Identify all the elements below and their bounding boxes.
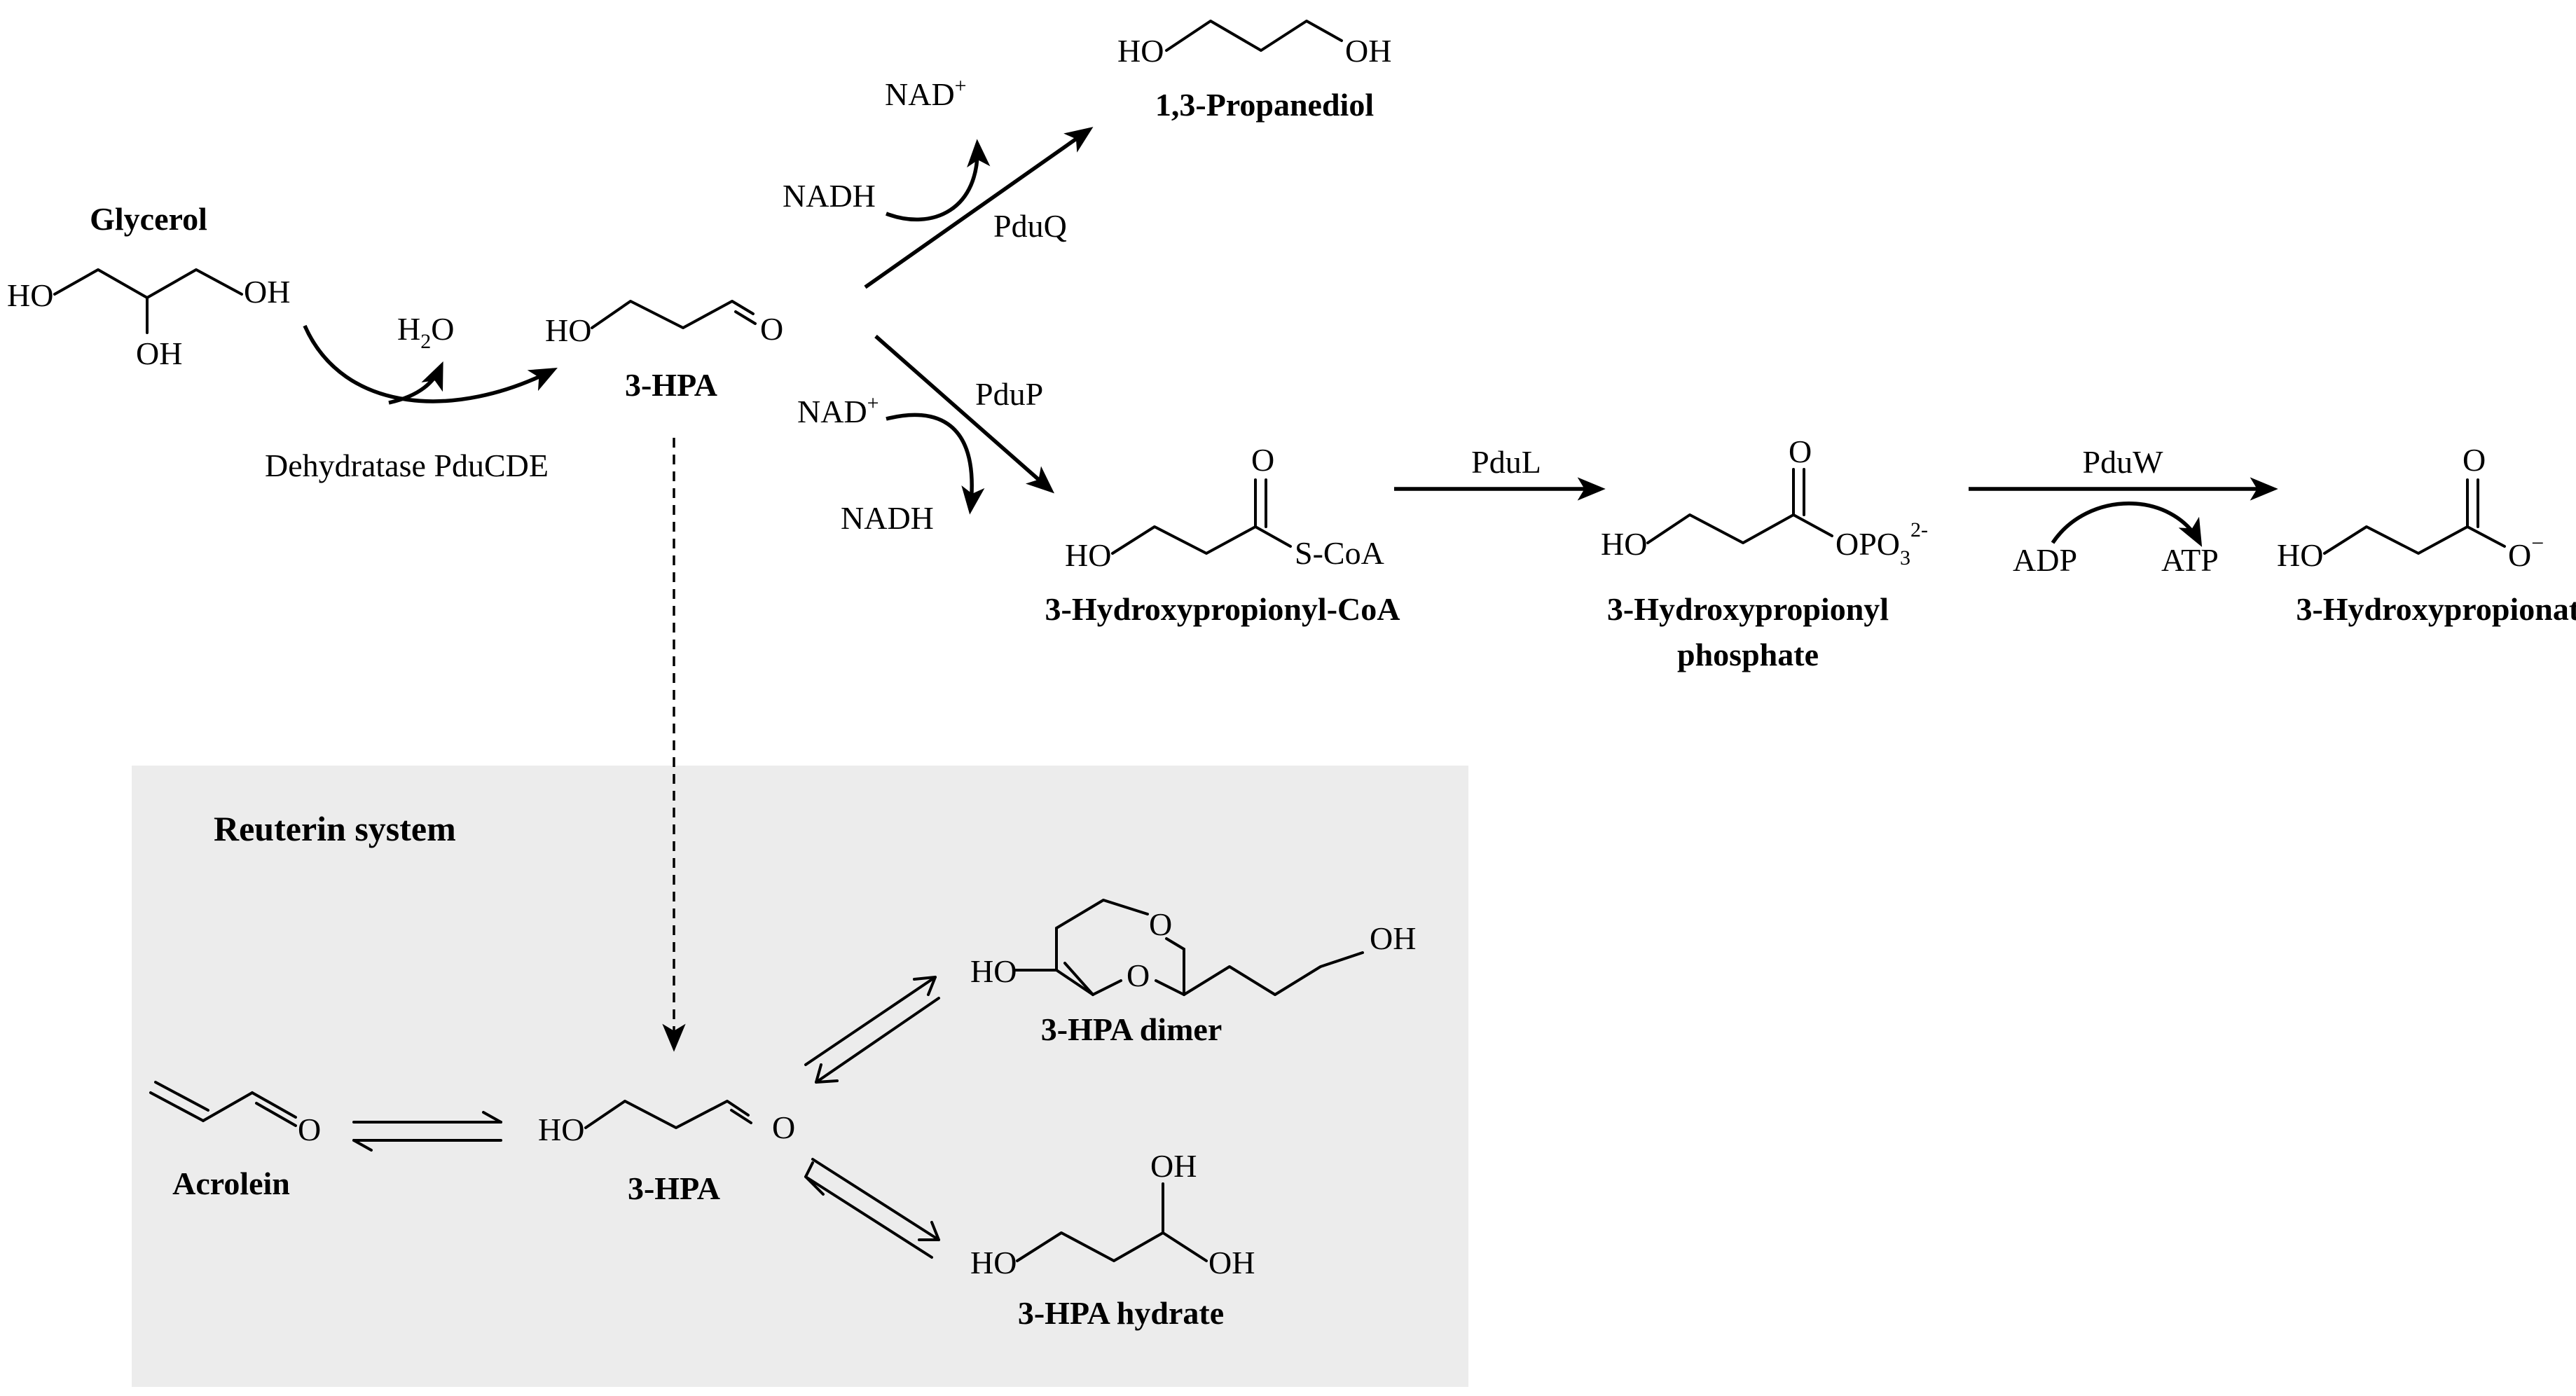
reuterin-system-box [132,766,1468,1387]
hp-propionate-label: 3-Hydroxypropionate [2296,591,2576,627]
pdul-label: PduL [1471,444,1541,480]
hp-coa-label: 3-Hydroxypropionyl-CoA [1045,591,1400,627]
hpa-top-label: 3-HPA [625,367,717,403]
hpa-hydrate-equilibrium [804,1158,940,1259]
acrolein-label: Acrolein [172,1166,290,1201]
hpa-dimer-structure: O O HO OH [970,899,1416,996]
water-label: H2O [397,311,454,353]
svg-text:OH: OH [244,274,290,310]
svg-text:O−: O− [2508,530,2544,573]
hpa-dimer-equilibrium [804,976,940,1084]
glycerol-structure: HO OH OH [7,268,290,371]
hp-phosphate-structure: HO O OPO32- [1601,434,1928,569]
svg-text:OH: OH [1345,33,1391,69]
pdup-label: PduP [975,376,1043,412]
svg-text:HO: HO [538,1112,584,1147]
reuterin-system-title: Reuterin system [214,809,456,848]
hp-phosphate-label-line1: 3-Hydroxypropionyl [1607,591,1889,627]
svg-text:HO: HO [7,277,53,313]
svg-text:O: O [760,311,783,347]
pduq-arrow [864,127,1094,289]
hp-coa-structure: HO O S-CoA [1065,442,1384,573]
propanediol-structure: HO OH [1117,20,1391,69]
nad-to-nadh-arrow [886,413,985,515]
svg-text:OH: OH [1370,920,1416,956]
pdup-arrow [874,334,1055,494]
adp-label: ADP [2013,542,2077,578]
hp-phosphate-label-line2: phosphate [1677,637,1819,672]
svg-text:S-CoA: S-CoA [1295,535,1384,571]
hpa-bottom-structure: HO O [538,1100,795,1147]
svg-text:OH: OH [1150,1148,1197,1184]
pduq-label: PduQ [993,208,1067,244]
svg-text:HO: HO [1601,526,1647,562]
adp-to-atp-arrow [2051,502,2203,547]
svg-text:OH: OH [1208,1245,1255,1280]
acrolein-hpa-equilibrium [352,1111,502,1152]
nadh-top-label: NADH [783,178,876,214]
acrolein-structure: O [149,1081,321,1147]
svg-text:O: O [772,1110,795,1145]
dehydratase-arrow [303,324,558,403]
nad-plus-top-label: NAD+ [885,74,967,112]
hpa-bottom-label: 3-HPA [628,1170,720,1206]
svg-text:O: O [1251,442,1274,478]
svg-text:HO: HO [545,312,591,348]
svg-text:HO: HO [970,1245,1017,1280]
svg-text:HO: HO [2277,537,2323,573]
hpa-hydrate-label: 3-HPA hydrate [1018,1295,1224,1331]
svg-text:HO: HO [1117,33,1164,69]
dehydratase-label: Dehydratase PduCDE [265,448,549,483]
atp-label: ATP [2161,542,2219,578]
pduw-label: PduW [2083,444,2164,480]
nadh-mid-label: NADH [841,500,934,536]
svg-text:HO: HO [970,953,1017,989]
nad-plus-mid-label: NAD+ [797,392,879,429]
hpa-dimer-label: 3-HPA dimer [1041,1011,1222,1047]
svg-text:HO: HO [1065,537,1111,573]
hpa-top-structure: HO O [545,300,783,348]
svg-text:O: O [1149,906,1172,942]
svg-text:O: O [298,1112,321,1147]
nadh-to-nad-arrow [886,139,991,222]
svg-text:OPO32-: OPO32- [1835,518,1928,569]
svg-text:O: O [1127,958,1150,993]
water-release-arrow [388,361,443,405]
glycerol-label: Glycerol [90,201,207,237]
propanediol-label: 1,3-Propanediol [1155,87,1374,123]
svg-text:OH: OH [136,336,182,371]
svg-text:O: O [2463,442,2486,478]
svg-text:O: O [1789,434,1812,469]
hpa-hydrate-structure: HO OH OH [970,1148,1255,1280]
hp-propionate-structure: HO O O− [2277,442,2544,573]
